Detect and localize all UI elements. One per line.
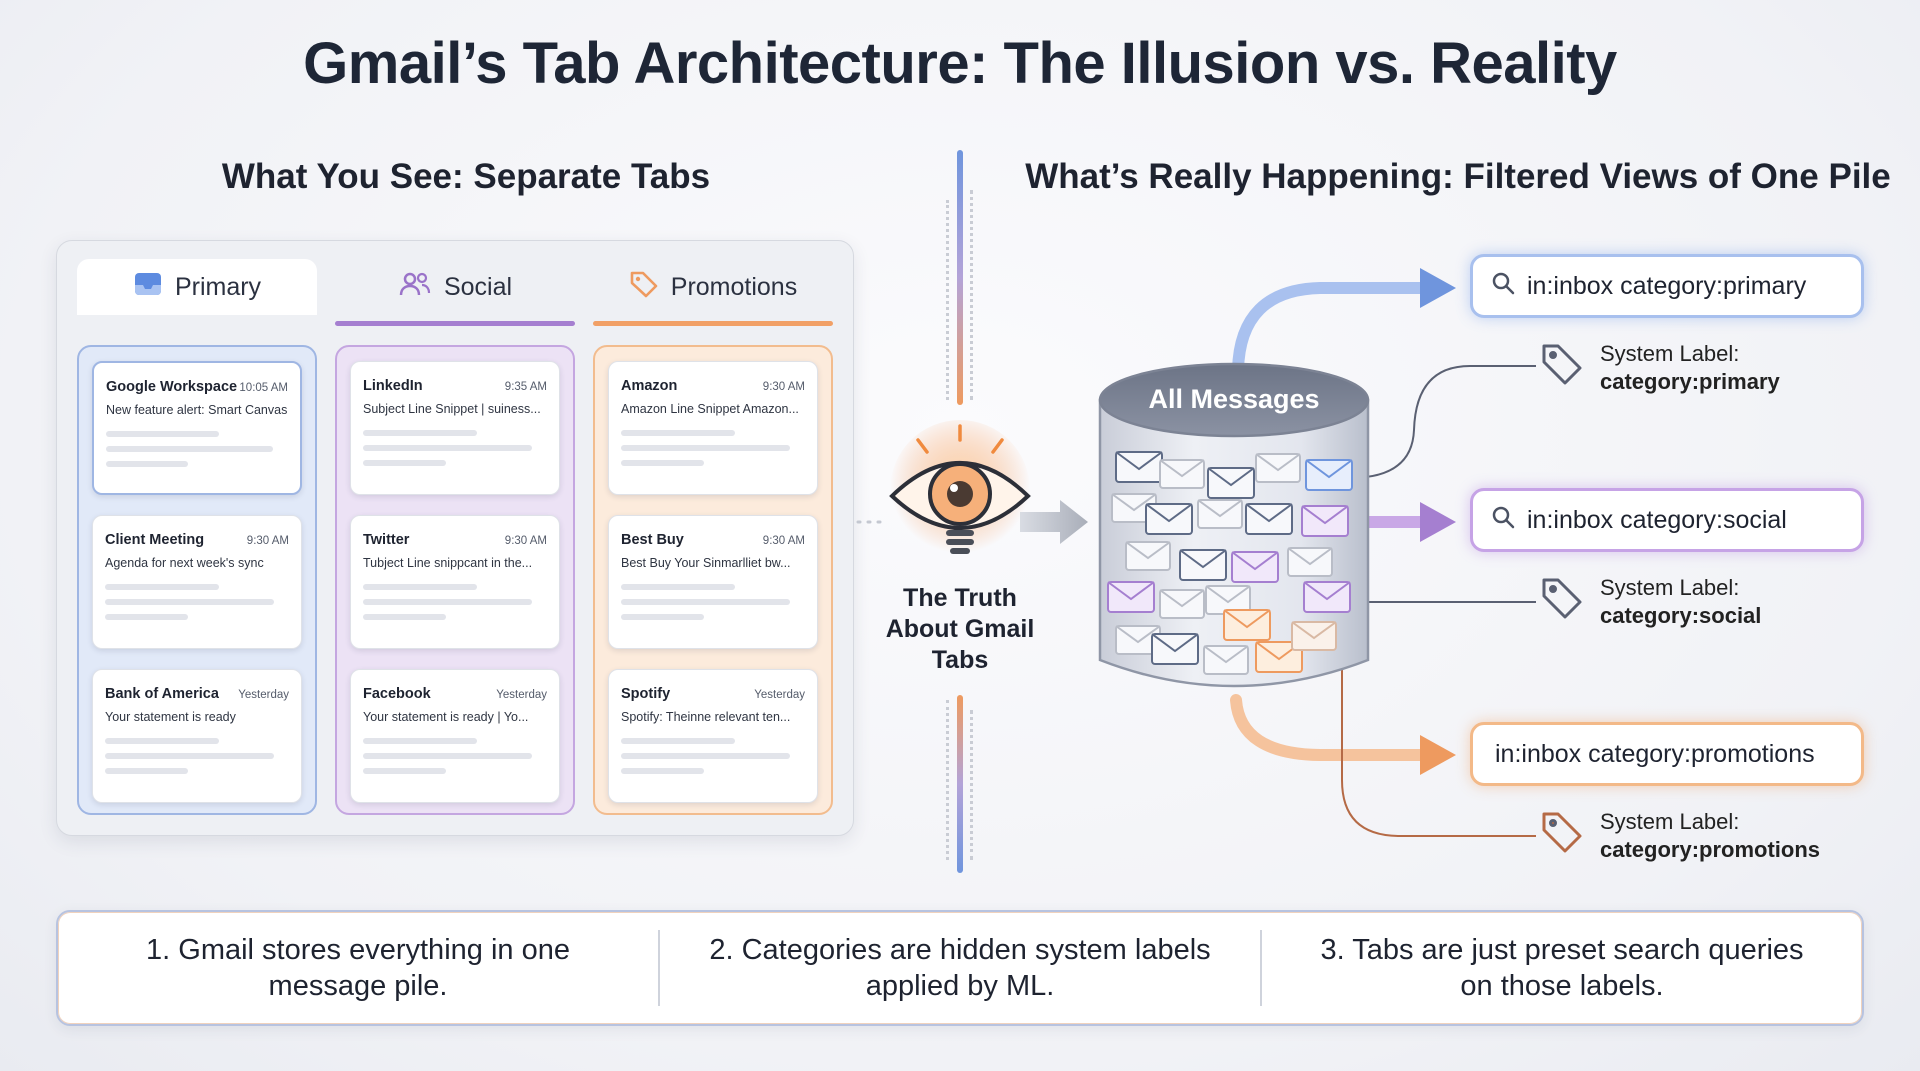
email-time: Yesterday	[496, 689, 547, 701]
inbox-icon	[133, 271, 163, 304]
email-snippet: Amazon Line Snippet Amazon...	[621, 402, 799, 416]
database-label: All Messages	[1148, 384, 1320, 414]
email-time: 9:30 AM	[762, 535, 805, 547]
people-icon	[398, 270, 432, 305]
divider-dots	[946, 200, 949, 400]
query-text: in:inbox category:promotions	[1495, 739, 1815, 768]
tag-icon	[1542, 344, 1582, 853]
email-time: 9:30 AM	[246, 535, 289, 547]
summary-divider	[658, 930, 660, 1006]
summary-panel: 1. Gmail stores everything in one messag…	[56, 910, 1864, 1026]
system-label-value: category:social	[1600, 603, 1762, 628]
search-query-primary[interactable]: in:inbox category:primary	[1470, 254, 1864, 318]
tab-promotions[interactable]: Promotions	[593, 259, 833, 315]
summary-point-3: 3. Tabs are just preset search queries o…	[1320, 934, 1804, 1002]
divider-dots	[970, 710, 973, 860]
arrow-promotions	[1230, 694, 1438, 761]
query-text: in:inbox category:social	[1527, 505, 1787, 534]
email-sender: Amazon	[621, 378, 678, 394]
summary-point-2: 2. Categories are hidden system labels a…	[709, 934, 1211, 1002]
email-sender: Client Meeting	[105, 532, 205, 548]
caption-line: Tabs	[931, 646, 989, 674]
email-sender: Spotify	[621, 686, 671, 702]
tab-label: Promotions	[670, 272, 798, 301]
email-sender: Google Workspace	[106, 379, 238, 395]
email-snippet: Best Buy Your Sinmarlliet bw...	[621, 556, 791, 570]
caption-line: The Truth	[903, 584, 1017, 612]
tab-label: Primary	[174, 272, 262, 301]
email-card[interactable]: Bank of America Yesterday Your statement …	[92, 669, 302, 803]
email-sender: Best Buy	[621, 532, 684, 548]
tab-primary[interactable]: Primary	[77, 259, 317, 315]
email-card[interactable]: LinkedIn 9:35 AM Subject Line Snippet | s…	[350, 361, 560, 495]
tab-social[interactable]: Social	[335, 259, 575, 315]
social-column: LinkedIn 9:35 AM Subject Line Snippet | s…	[335, 345, 575, 815]
page-title: Gmail’s Tab Architecture: The Illusion v…	[303, 31, 1617, 96]
search-icon	[1491, 505, 1515, 536]
query-text: in:inbox category:primary	[1527, 271, 1807, 300]
tab-label: Social	[443, 272, 513, 301]
email-time: 10:05 AM	[239, 382, 288, 394]
divider-top	[957, 150, 963, 405]
system-label-value: category:primary	[1600, 369, 1780, 394]
summary-point-1: 1. Gmail stores everything in one messag…	[146, 934, 570, 1002]
caption-line: About Gmail	[885, 615, 1035, 643]
search-query-social[interactable]: in:inbox category:social	[1470, 488, 1864, 552]
email-time: Yesterday	[238, 689, 289, 701]
email-card[interactable]: Spotify Yesterday Spotify: Theinne releva…	[608, 669, 818, 803]
email-snippet: Spotify: Theinne relevant ten...	[621, 710, 791, 724]
summary-divider	[1260, 930, 1262, 1006]
system-label-title: System Label:	[1600, 575, 1740, 600]
email-snippet: New feature alert: Smart Canvas...	[106, 403, 288, 417]
connector-promotions	[1341, 658, 1536, 837]
system-label-social: System Label: category:social	[1600, 574, 1761, 630]
email-snippet: Your statement is ready | Yo...	[363, 710, 529, 724]
search-query-promotions[interactable]: in:inbox category:promotions	[1470, 722, 1864, 786]
search-icon	[1491, 271, 1515, 302]
left-section-heading: What You See: Separate Tabs	[221, 157, 711, 196]
promotions-column: Amazon 9:30 AM Amazon Line Snippet Amazon…	[593, 345, 833, 815]
email-card[interactable]: Amazon 9:30 AM Amazon Line Snippet Amazon…	[608, 361, 818, 495]
email-card[interactable]: Client Meeting 9:30 AM Agenda for next we…	[92, 515, 302, 649]
system-label-title: System Label:	[1600, 809, 1740, 834]
system-label-promotions: System Label: category:promotions	[1600, 808, 1820, 864]
divider-dots	[946, 700, 949, 860]
email-snippet: Subject Line Snippet | suiness...	[363, 402, 541, 416]
tag-icon	[629, 269, 659, 306]
system-label-title: System Label:	[1600, 341, 1740, 366]
email-time: 9:30 AM	[762, 381, 805, 393]
email-card[interactable]: Twitter 9:30 AM Tubject Line snippcant in…	[350, 515, 560, 649]
email-sender: LinkedIn	[363, 378, 423, 394]
email-snippet: Your statement is ready	[105, 710, 236, 724]
arrow-to-database	[1020, 500, 1088, 544]
social-tab-indicator	[335, 321, 575, 326]
promotions-tab-indicator	[593, 321, 833, 326]
email-time: 9:35 AM	[504, 381, 547, 393]
email-snippet: Agenda for next week's sync	[105, 556, 264, 570]
email-card[interactable]: Best Buy 9:30 AM Best Buy Your Sinmarllie…	[608, 515, 818, 649]
email-time: Yesterday	[754, 689, 805, 701]
divider-dots	[970, 190, 973, 400]
arrow-primary	[1232, 282, 1438, 376]
email-sender: Twitter	[363, 532, 410, 548]
gmail-tabs-mockup: Primary Social Promotions Google Workspa…	[56, 240, 854, 836]
right-section-heading: What’s Really Happening: Filtered Views …	[1025, 157, 1891, 196]
system-label-value: category:promotions	[1600, 837, 1821, 862]
divider-bottom	[957, 695, 963, 873]
email-sender: Facebook	[363, 686, 431, 702]
email-card[interactable]: Facebook Yesterday Your statement is read…	[350, 669, 560, 803]
eye-lightbulb-icon	[880, 420, 1040, 570]
email-time: 9:30 AM	[504, 535, 547, 547]
email-sender: Bank of America	[105, 686, 219, 702]
connector-primary	[1349, 365, 1536, 479]
center-caption: The Truth About Gmail Tabs	[868, 583, 1052, 676]
database-icon: All Messages	[1096, 360, 1372, 700]
system-label-primary: System Label: category:primary	[1600, 340, 1780, 396]
email-snippet: Tubject Line snippcant in the...	[363, 556, 533, 570]
